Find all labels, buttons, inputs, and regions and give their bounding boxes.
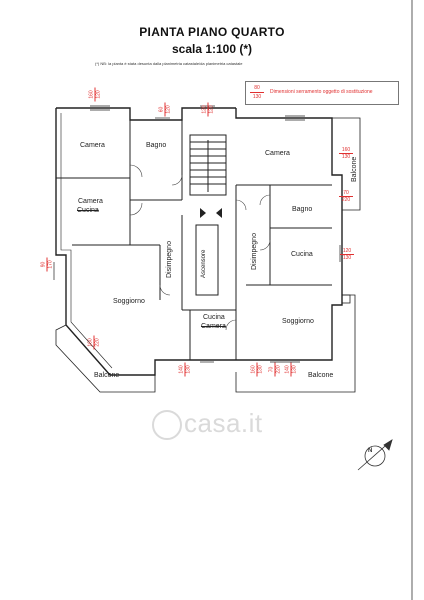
legend-numerator: 80 [254,85,260,91]
room-camera-top-right: Camera [265,150,290,157]
room-disimpegno-right: Disimpegno [251,233,258,270]
room-bagno-right: Bagno [292,206,313,213]
plan-scale: scala 1:100 (*) [171,42,253,56]
room-soggiorno-right: Soggiorno [282,318,314,325]
watermark-logo-icon [152,410,182,440]
room-camera-mid-left: Camera [78,198,103,205]
windows [53,105,341,363]
door-swings [129,164,271,331]
balconies [55,117,361,393]
plan-title: PIANTA PIANO QUARTO [139,25,285,39]
room-cucina-right: Cucina [291,251,313,258]
room-soggiorno-left: Soggiorno [113,298,145,305]
legend-text: Dimensioni serramento oggetto di sostitu… [270,89,373,95]
room-cucina-mid: Cucina [203,314,225,321]
room-cucina-struck: Cucina [77,207,99,214]
outer-walls [55,107,343,376]
room-camera-struck: Camera [201,323,226,330]
compass-north-label: N [368,448,373,454]
plan-note: (*) NB: la pianta è stata desunta dalla … [95,61,243,66]
entrance-arrows [200,208,222,218]
room-camera-top-left: Camera [80,142,105,149]
room-balcone-bottom-right: Balcone [308,372,334,379]
legend-denominator: 130 [250,92,264,101]
legend-box: 80 130 Dimensioni serramento oggetto di … [245,81,399,105]
inner-walls [56,108,332,360]
north-arrow [357,439,393,471]
room-disimpegno-left: Disimpegno [166,241,173,278]
room-balcone-bottom-left: Balcone [94,372,120,379]
room-balcone-right: Balcone [351,156,358,182]
room-bagno-top-left: Bagno [146,142,167,149]
legend-fraction: 80 130 [250,84,264,101]
watermark-text: casa.it [184,408,263,438]
room-ascensore: Ascensore [201,249,207,278]
